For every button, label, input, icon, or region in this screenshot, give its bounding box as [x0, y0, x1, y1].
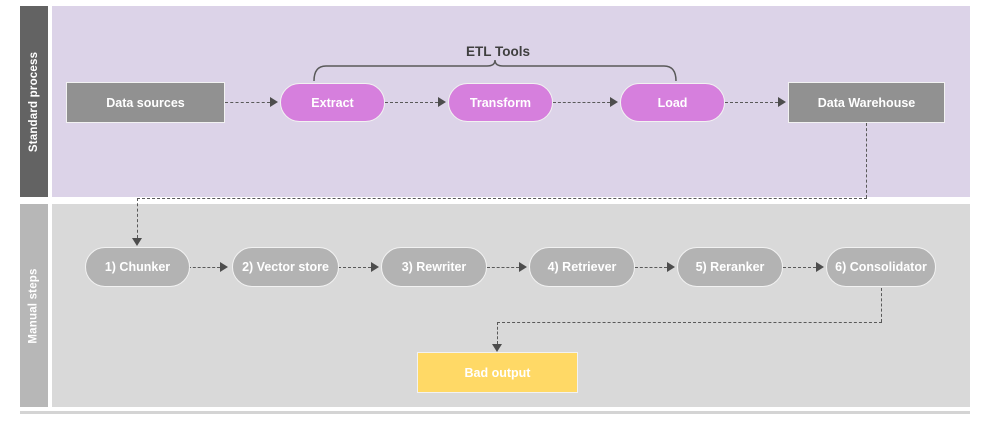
lane-label-standard-process-text: Standard process — [28, 51, 40, 152]
edge-reranker-consolidator-arrowhead — [816, 262, 824, 272]
node-transform[interactable]: Transform — [448, 83, 553, 122]
edge-data-warehouse-chunker-segment-down — [866, 123, 867, 198]
edge-data-warehouse-chunker-arrowhead — [132, 238, 142, 246]
node-data-warehouse[interactable]: Data Warehouse — [788, 82, 945, 123]
node-vector-store[interactable]: 2) Vector store — [232, 247, 339, 287]
node-consolidator-label: 6) Consolidator — [835, 260, 927, 274]
node-reranker[interactable]: 5) Reranker — [677, 247, 783, 287]
node-retriever[interactable]: 4) Retriever — [529, 247, 635, 287]
edge-transform-load — [553, 102, 610, 103]
edge-load-data-warehouse — [725, 102, 778, 103]
edge-retriever-reranker-arrowhead — [667, 262, 675, 272]
edge-transform-load-arrowhead — [610, 97, 618, 107]
node-vector-store-label: 2) Vector store — [242, 260, 329, 274]
edge-load-data-warehouse-arrowhead — [778, 97, 786, 107]
lane-label-standard-process: Standard process — [20, 6, 48, 197]
edge-chunker-vector-store — [188, 267, 220, 268]
node-bad-output-label: Bad output — [464, 365, 531, 380]
node-bad-output[interactable]: Bad output — [417, 352, 578, 393]
edge-data-sources-extract — [225, 102, 270, 103]
edge-data-warehouse-chunker-segment-into — [137, 198, 138, 238]
etl-tools-annotation-label: ETL Tools — [466, 44, 530, 59]
edge-rewriter-retriever-arrowhead — [519, 262, 527, 272]
node-data-sources-label: Data sources — [106, 95, 185, 110]
edge-vector-store-rewriter-arrowhead — [371, 262, 379, 272]
node-extract[interactable]: Extract — [280, 83, 385, 122]
edge-data-warehouse-chunker-segment-across — [137, 198, 867, 199]
lane-label-manual-steps-text: Manual steps — [28, 267, 41, 344]
node-chunker-label: 1) Chunker — [104, 260, 171, 274]
node-chunker[interactable]: 1) Chunker — [85, 247, 190, 287]
edge-consolidator-bad-output-segment-into — [497, 322, 498, 344]
edge-consolidator-bad-output-segment-down — [881, 288, 882, 322]
edge-extract-transform — [385, 102, 438, 103]
node-retriever-label: 4) Retriever — [547, 260, 617, 274]
edge-vector-store-rewriter — [338, 267, 371, 268]
node-rewriter[interactable]: 3) Rewriter — [381, 247, 487, 287]
node-load-label: Load — [657, 95, 688, 110]
edge-retriever-reranker — [635, 267, 667, 268]
node-reranker-label: 5) Reranker — [695, 260, 765, 274]
etl-tools-brace-icon — [313, 60, 677, 82]
node-transform-label: Transform — [469, 95, 532, 110]
node-rewriter-label: 3) Rewriter — [401, 260, 467, 274]
node-load[interactable]: Load — [620, 83, 725, 122]
lane-label-manual-steps: Manual steps — [20, 204, 48, 407]
node-consolidator[interactable]: 6) Consolidator — [826, 247, 936, 287]
edge-data-sources-extract-arrowhead — [270, 97, 278, 107]
edge-reranker-consolidator — [783, 267, 816, 268]
edge-consolidator-bad-output-arrowhead — [492, 344, 502, 352]
edge-extract-transform-arrowhead — [438, 97, 446, 107]
edge-consolidator-bad-output-segment-across — [497, 322, 882, 323]
node-data-sources[interactable]: Data sources — [66, 82, 225, 123]
diagram-bottom-divider — [20, 411, 970, 414]
edge-chunker-vector-store-arrowhead — [220, 262, 228, 272]
edge-rewriter-retriever — [487, 267, 519, 268]
node-extract-label: Extract — [311, 95, 354, 110]
node-data-warehouse-label: Data Warehouse — [817, 95, 916, 110]
